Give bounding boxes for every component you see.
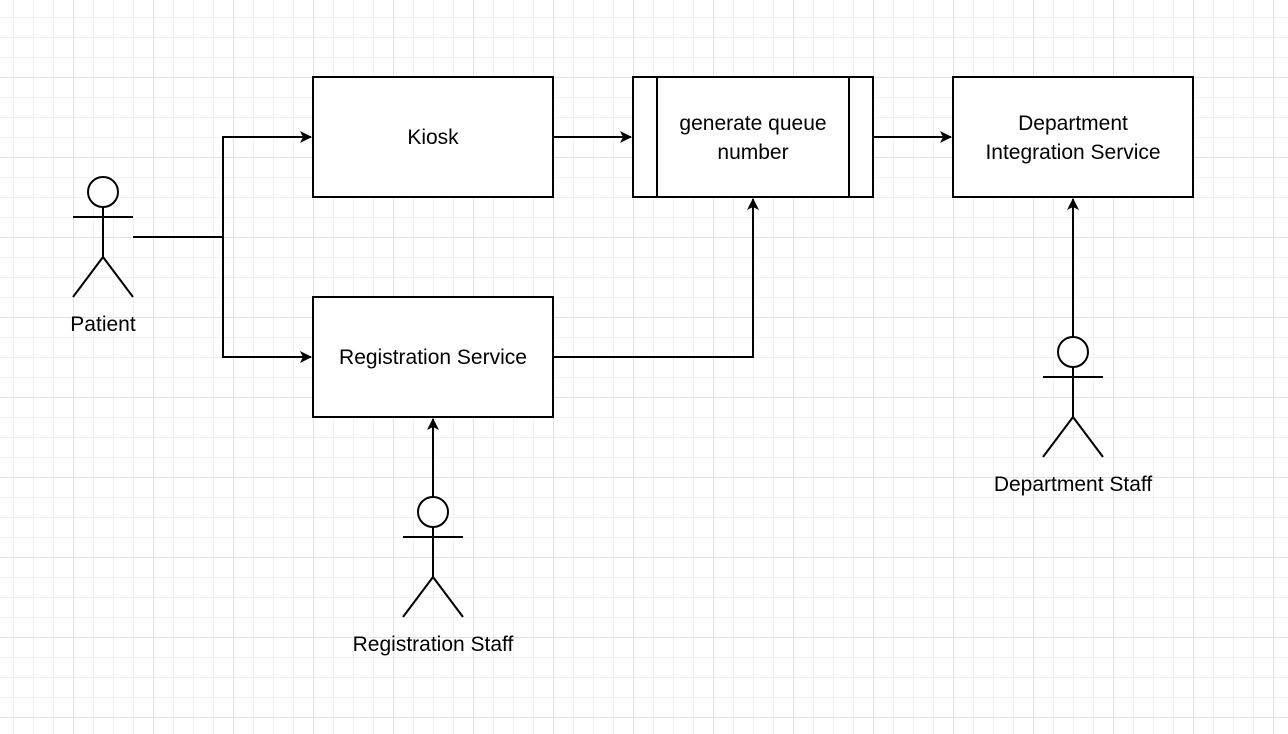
kiosk-label: Kiosk	[407, 126, 459, 149]
generate-queue-node[interactable]: generate queue number	[632, 76, 874, 198]
edge-patient-to-kiosk[interactable]	[222, 131, 312, 237]
registration-staff-head-icon	[417, 496, 449, 528]
department-integration-label-line1: Department	[1018, 112, 1128, 135]
edge-patient-to-registration-service[interactable]	[222, 237, 312, 363]
registration-service-node[interactable]: Registration Service	[312, 296, 554, 418]
registration-service-box[interactable]	[312, 296, 554, 418]
edge-registration-service-to-generate-queue[interactable]	[553, 198, 759, 358]
generate-queue-label-line2: number	[717, 141, 788, 164]
department-staff-actor[interactable]	[1042, 336, 1104, 458]
department-integration-box[interactable]	[952, 76, 1194, 198]
generate-queue-box[interactable]	[632, 76, 874, 198]
department-integration-node[interactable]: Department Integration Service	[952, 76, 1194, 198]
patient-actor[interactable]	[72, 176, 134, 298]
patient-label: Patient	[70, 313, 136, 336]
registration-staff-right-leg	[432, 576, 464, 618]
department-staff-label: Department Staff	[994, 473, 1153, 496]
generate-queue-label-line1: generate queue	[679, 112, 826, 135]
department-staff-head-icon	[1057, 336, 1089, 368]
patient-head-icon	[87, 176, 119, 208]
department-staff-right-leg	[1072, 416, 1104, 458]
registration-service-label: Registration Service	[339, 346, 527, 369]
patient-right-leg	[102, 256, 134, 298]
kiosk-box[interactable]	[312, 76, 554, 198]
department-integration-label-line2: Integration Service	[985, 141, 1160, 164]
registration-staff-actor[interactable]	[402, 496, 464, 618]
department-staff-left-leg	[1042, 416, 1074, 458]
registration-staff-label: Registration Staff	[353, 633, 514, 656]
connectors	[133, 131, 1079, 497]
registration-staff-left-leg	[402, 576, 434, 618]
kiosk-node[interactable]: Kiosk	[312, 76, 554, 198]
patient-left-leg	[72, 256, 104, 298]
